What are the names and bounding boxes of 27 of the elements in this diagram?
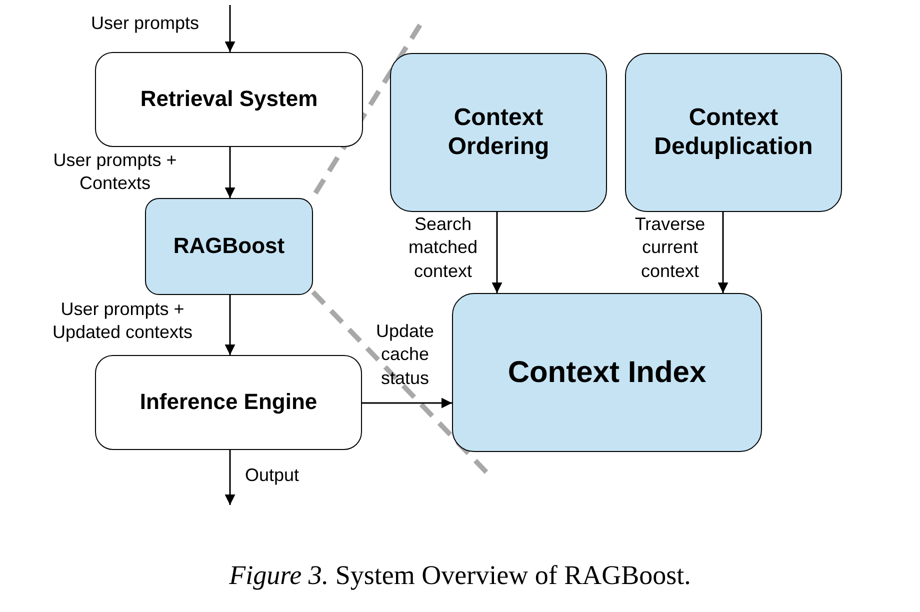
edge-label: Output xyxy=(245,464,300,487)
arrow xyxy=(224,295,236,355)
figure-caption: Figure 3. System Overview of RAGBoost. xyxy=(228,560,692,591)
edge-label: User prompts + Updated contexts xyxy=(51,298,194,344)
arrow xyxy=(362,398,452,408)
arrow xyxy=(224,450,236,505)
box-label: Retrieval System xyxy=(140,86,318,113)
edge-label: Traverse current context xyxy=(634,213,706,283)
edge-label: Update cache status xyxy=(374,320,436,390)
arrow xyxy=(224,147,236,198)
edge-label: Search matched context xyxy=(407,213,479,283)
box-label: Context Deduplication xyxy=(653,104,814,162)
process-box xyxy=(145,198,313,295)
edge-label: User prompts + Contexts xyxy=(52,149,178,196)
arrow xyxy=(718,212,728,293)
process-box xyxy=(95,355,362,450)
box-label: Inference Engine xyxy=(140,389,318,416)
process-box xyxy=(95,52,363,147)
process-box xyxy=(390,53,607,212)
edge-label: User prompts xyxy=(90,12,200,35)
process-box xyxy=(625,53,842,212)
arrow xyxy=(492,212,502,293)
box-label: Context Index xyxy=(508,354,706,390)
arrow xyxy=(224,5,236,52)
box-label: Context Ordering xyxy=(446,104,550,162)
process-box xyxy=(452,293,762,452)
box-label: RAGBoost xyxy=(173,233,285,260)
